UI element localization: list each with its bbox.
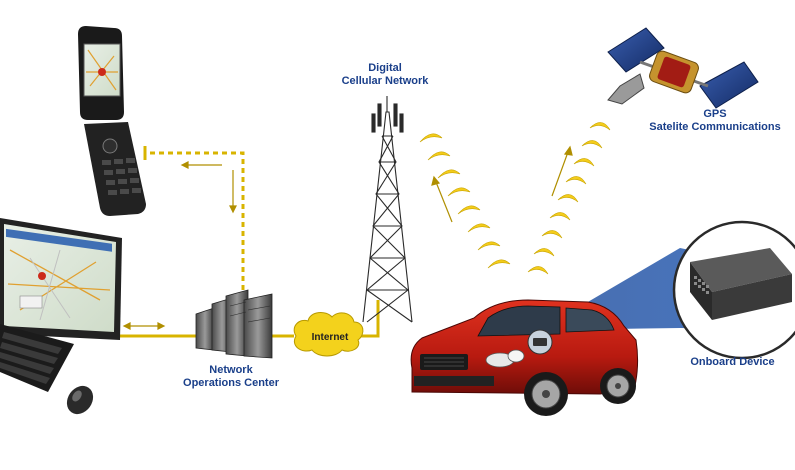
satellite-icon xyxy=(607,27,759,109)
gps-label: GPS Satelite Communications xyxy=(649,108,781,133)
internet-label: Internet xyxy=(311,332,349,343)
cellular-signal-arrow xyxy=(431,175,453,223)
cellular-network-label: Digital Cellular Network xyxy=(341,62,429,87)
phone-link-dashed-line xyxy=(150,151,245,295)
satellite-signal-arcs xyxy=(527,122,611,275)
tracking-device-icon xyxy=(672,220,795,360)
internet-cloud xyxy=(293,312,364,357)
satellite-signal-arrow xyxy=(551,145,573,197)
cell-tower-icon xyxy=(362,96,413,323)
server-rack-icon xyxy=(195,289,273,359)
noc-label: Network Operations Center xyxy=(183,364,279,389)
keyboard-icon xyxy=(0,324,74,392)
desktop-computer-icon xyxy=(0,218,122,340)
cellular-signal-arcs xyxy=(419,133,511,269)
flip-phone-icon xyxy=(78,26,146,216)
phone-link-arrows xyxy=(180,161,237,214)
onboard-device-label: Onboard Device xyxy=(690,356,775,368)
car-icon xyxy=(410,299,639,416)
computer-link-arrows xyxy=(122,322,166,330)
mouse-icon xyxy=(66,385,94,415)
computer-link-line xyxy=(108,300,380,338)
